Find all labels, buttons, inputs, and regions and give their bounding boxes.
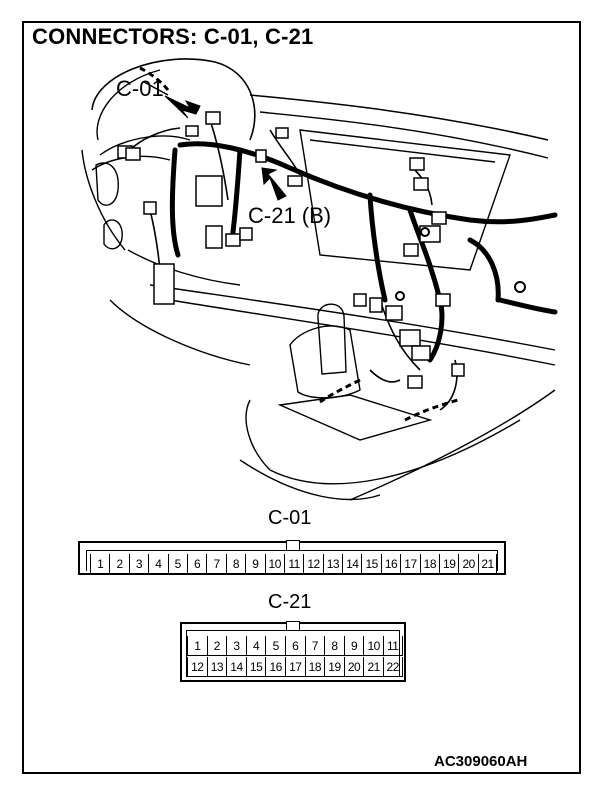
pin-19: 19 [324, 657, 344, 677]
pin-4: 4 [245, 636, 266, 656]
pin-15: 15 [245, 657, 266, 677]
pin-1: 1 [90, 554, 110, 574]
pin-22: 22 [382, 657, 403, 677]
connector-c21-label: C-21 [268, 591, 312, 613]
callout-c21: C-21 (B) [248, 203, 332, 228]
pin-1: 1 [187, 636, 207, 656]
pin-16: 16 [380, 554, 401, 574]
pin-2: 2 [109, 554, 129, 574]
pin-12: 12 [187, 657, 207, 677]
pin-9: 9 [343, 636, 364, 656]
pin-20: 20 [458, 554, 478, 574]
pin-19: 19 [439, 554, 459, 574]
pin-7: 7 [304, 636, 325, 656]
pin-12: 12 [303, 554, 323, 574]
pin-16: 16 [265, 657, 285, 677]
pin-15: 15 [361, 554, 381, 574]
pin-3: 3 [226, 636, 246, 656]
pin-20: 20 [343, 657, 364, 677]
pin-8: 8 [324, 636, 344, 656]
connector-c01-lock-key [286, 540, 300, 551]
figure-title: CONNECTORS: C-01, C-21 [32, 24, 314, 49]
pin-18: 18 [419, 554, 440, 574]
pin-17: 17 [284, 657, 305, 677]
pin-21: 21 [363, 657, 383, 677]
pin-6: 6 [186, 554, 207, 574]
figure-code: AC309060AH [434, 753, 528, 770]
pin-21: 21 [477, 554, 498, 574]
pin-6: 6 [284, 636, 305, 656]
pin-10: 10 [363, 636, 383, 656]
pin-10: 10 [264, 554, 284, 574]
pin-3: 3 [128, 554, 149, 574]
pin-2: 2 [206, 636, 227, 656]
pin-11: 11 [283, 554, 304, 574]
pin-17: 17 [400, 554, 420, 574]
pin-8: 8 [225, 554, 246, 574]
pin-5: 5 [167, 554, 187, 574]
figure-frame [22, 21, 581, 774]
pin-14: 14 [226, 657, 246, 677]
pin-18: 18 [304, 657, 325, 677]
pin-14: 14 [342, 554, 362, 574]
pin-4: 4 [148, 554, 168, 574]
callout-c01: C-01 [116, 76, 164, 101]
pin-11: 11 [382, 636, 403, 656]
pin-13: 13 [322, 554, 343, 574]
pin-7: 7 [206, 554, 226, 574]
pin-13: 13 [206, 657, 227, 677]
pin-5: 5 [265, 636, 285, 656]
connector-c21-lock-key [286, 621, 300, 631]
pin-9: 9 [245, 554, 265, 574]
connector-c01-label: C-01 [268, 507, 312, 529]
